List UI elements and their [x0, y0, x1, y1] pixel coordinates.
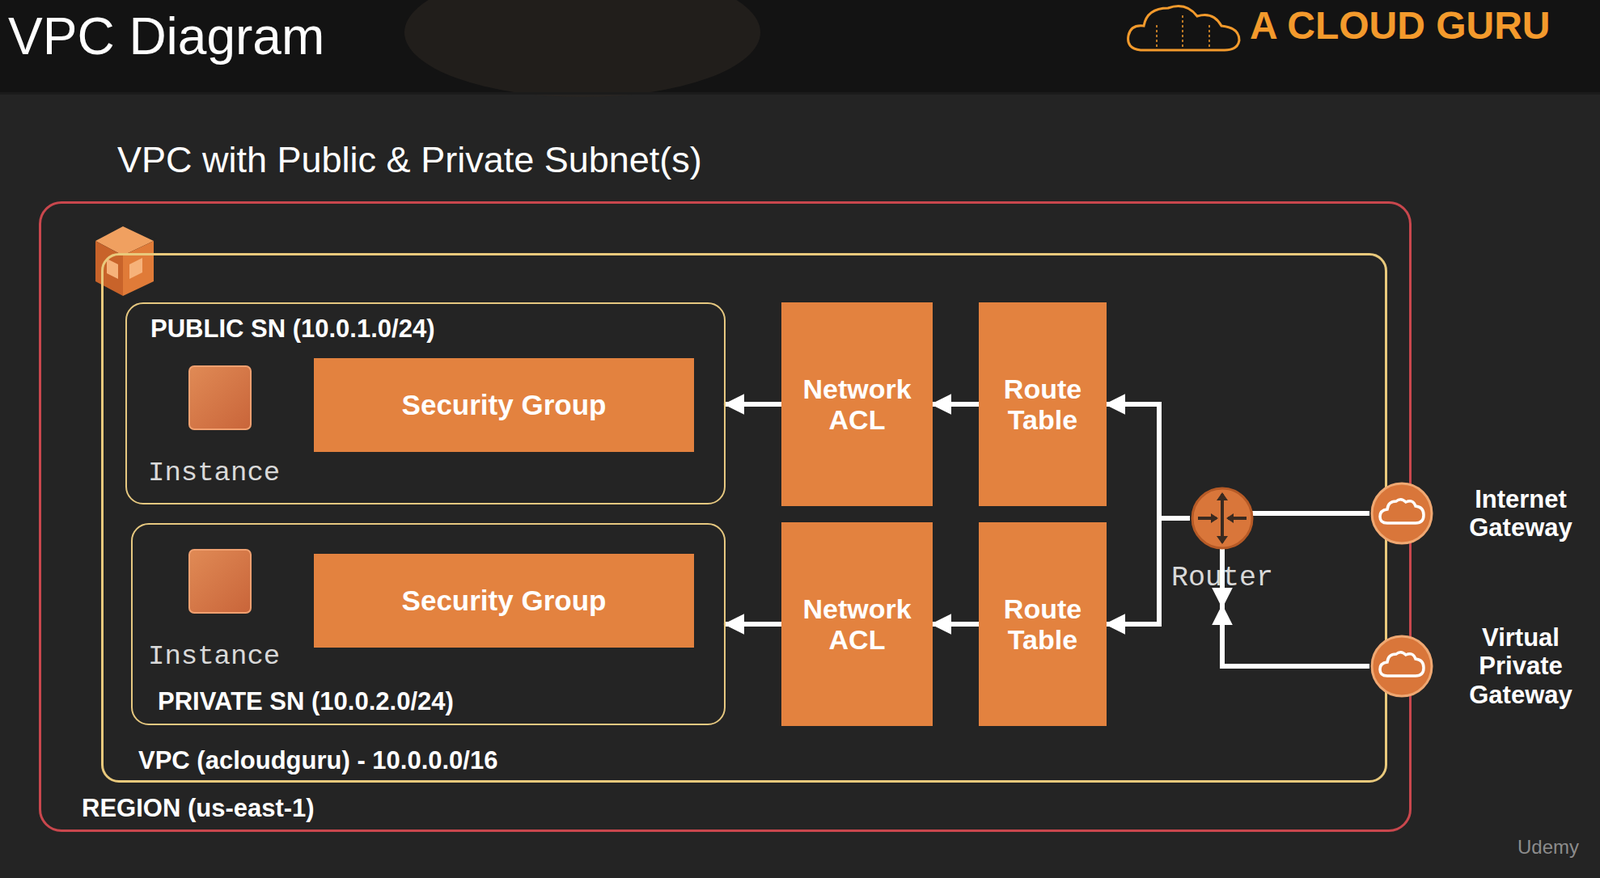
router-icon: [1189, 486, 1255, 551]
security-group: Security Group: [313, 554, 695, 648]
gateway-text: Internet Gateway: [1456, 485, 1586, 542]
connector-arrow: [1222, 606, 1370, 667]
gateway-text: Virtual Private Gateway: [1456, 623, 1586, 709]
instance-label: Instance: [145, 641, 280, 673]
frame-label: VPC (acloudguru) - 10.0.0.0/16: [138, 746, 498, 776]
region-frame: REGION (us-east-1) VPC (acloudguru) - 10.…: [38, 201, 1412, 833]
instance-icon: [188, 365, 252, 431]
box-text: Security Group: [395, 389, 614, 421]
instance: Instance: [145, 362, 296, 496]
frame-label: PUBLIC SN (10.0.1.0/24): [150, 314, 435, 344]
connector-arrow: [1106, 404, 1190, 519]
page-title: VPC Diagram: [8, 6, 325, 67]
subnet-frame: PRIVATE SN (10.0.2.0/24) Instance Security…: [131, 523, 726, 726]
frame-label: REGION (us-east-1): [81, 794, 315, 824]
network-acl: Network ACL: [781, 522, 933, 727]
subnet-frame: PUBLIC SN (10.0.1.0/24) Instance Security …: [125, 302, 726, 505]
gateway-label: Internet Gateway: [1456, 485, 1586, 542]
instance: Instance: [145, 546, 296, 680]
logo-text: A CLOUD GURU: [1249, 3, 1551, 48]
instance-icon: [188, 549, 252, 614]
router-label: Router: [1165, 562, 1279, 595]
route-table: Route Table: [978, 302, 1107, 507]
frame-label: PRIVATE SN (10.0.2.0/24): [157, 687, 454, 717]
instance-label: Instance: [145, 457, 280, 489]
box-text: Route Table: [978, 373, 1107, 436]
vpc-frame: VPC (acloudguru) - 10.0.0.0/16 PUBLIC SN …: [101, 253, 1388, 784]
network-acl: Network ACL: [781, 302, 933, 507]
subtitle: VPC with Public & Private Subnet(s): [117, 139, 703, 182]
connector-arrow: [932, 402, 979, 407]
gateway: Internet Gateway: [1369, 440, 1592, 587]
security-group: Security Group: [313, 358, 695, 453]
box-text: Network ACL: [781, 593, 933, 656]
box-text: Security Group: [395, 584, 614, 617]
watermark: Udemy: [1517, 836, 1579, 860]
connector-arrow: [725, 622, 782, 627]
connector-arrow: [932, 622, 979, 627]
gateway-icon: [1369, 481, 1435, 547]
router: Router: [1165, 486, 1279, 604]
box-text: Route Table: [978, 593, 1107, 656]
route-table: Route Table: [978, 522, 1107, 727]
gateway-label: Virtual Private Gateway: [1456, 623, 1586, 709]
gateway-icon: [1369, 634, 1435, 699]
gateway: Virtual Private Gateway: [1369, 593, 1592, 740]
box-text: Network ACL: [781, 373, 933, 436]
connector-arrow: [725, 402, 782, 407]
